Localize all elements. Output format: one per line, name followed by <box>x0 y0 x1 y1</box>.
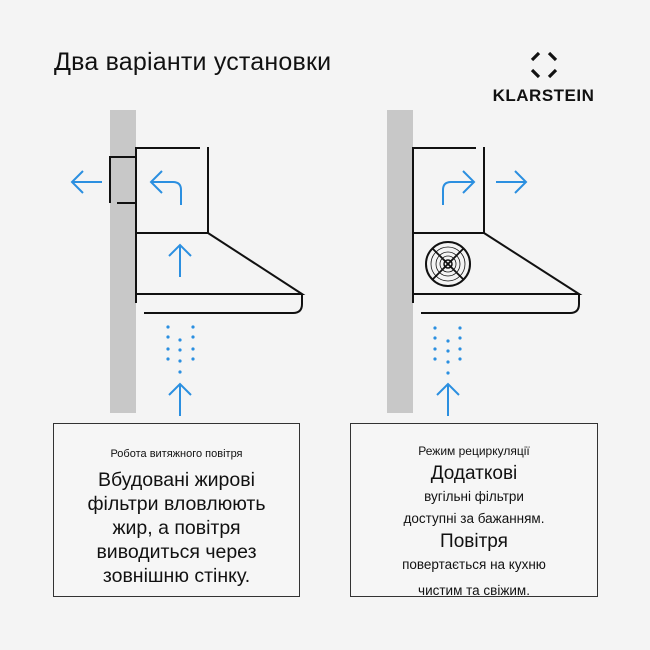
fan-icon <box>425 241 471 287</box>
arrow-turn-right-icon <box>442 170 476 205</box>
card-line: виводиться через <box>96 541 257 563</box>
chimney <box>135 147 200 303</box>
card-line: повертається на кухню <box>402 557 546 572</box>
left-exhaust-diagram <box>70 110 306 417</box>
arrow-right-out-icon <box>496 170 528 194</box>
card-line: доступні за бажанням. <box>403 511 545 526</box>
wall-left <box>110 110 136 413</box>
arrow-up-bottom-icon <box>436 383 460 417</box>
right-recirculation-diagram <box>387 110 583 417</box>
recirculation-mode-card: Режим рециркуляції Додаткові вугільні фі… <box>350 423 598 598</box>
card-heading: Робота витяжного повітря <box>110 448 243 460</box>
wall-right <box>387 110 413 413</box>
card-line: Вбудовані жирові <box>98 469 255 491</box>
card-line: Повітря <box>440 531 508 552</box>
brand-logo: KLARSTEIN <box>486 50 601 106</box>
air-dots <box>433 326 462 375</box>
arrow-up-icon <box>168 244 192 278</box>
card-line: чистим та свіжим. <box>418 583 530 598</box>
air-dots <box>166 325 195 374</box>
klarstein-logo-icon <box>530 51 557 79</box>
exhaust-mode-card: Робота витяжного повітря Вбудовані жиров… <box>53 423 300 597</box>
installation-diagram <box>70 110 583 417</box>
canopy <box>136 232 306 295</box>
card-line: зовнішню стінку. <box>102 565 251 587</box>
card-line: фільтри вловлюють <box>87 493 266 515</box>
brand-name: KLARSTEIN <box>492 86 595 105</box>
page-title: Два варіанти установки <box>54 48 332 76</box>
card-heading: Режим рециркуляції <box>418 444 530 458</box>
arrow-turn-left-icon <box>149 170 182 205</box>
card-line: вугільні фільтри <box>424 489 524 504</box>
arrow-left-out-icon <box>70 170 102 194</box>
wall-duct <box>109 156 136 203</box>
card-line: жир, а повітря <box>112 517 241 539</box>
arrow-up-bottom-icon <box>168 383 192 417</box>
card-line: Додаткові <box>430 463 518 484</box>
